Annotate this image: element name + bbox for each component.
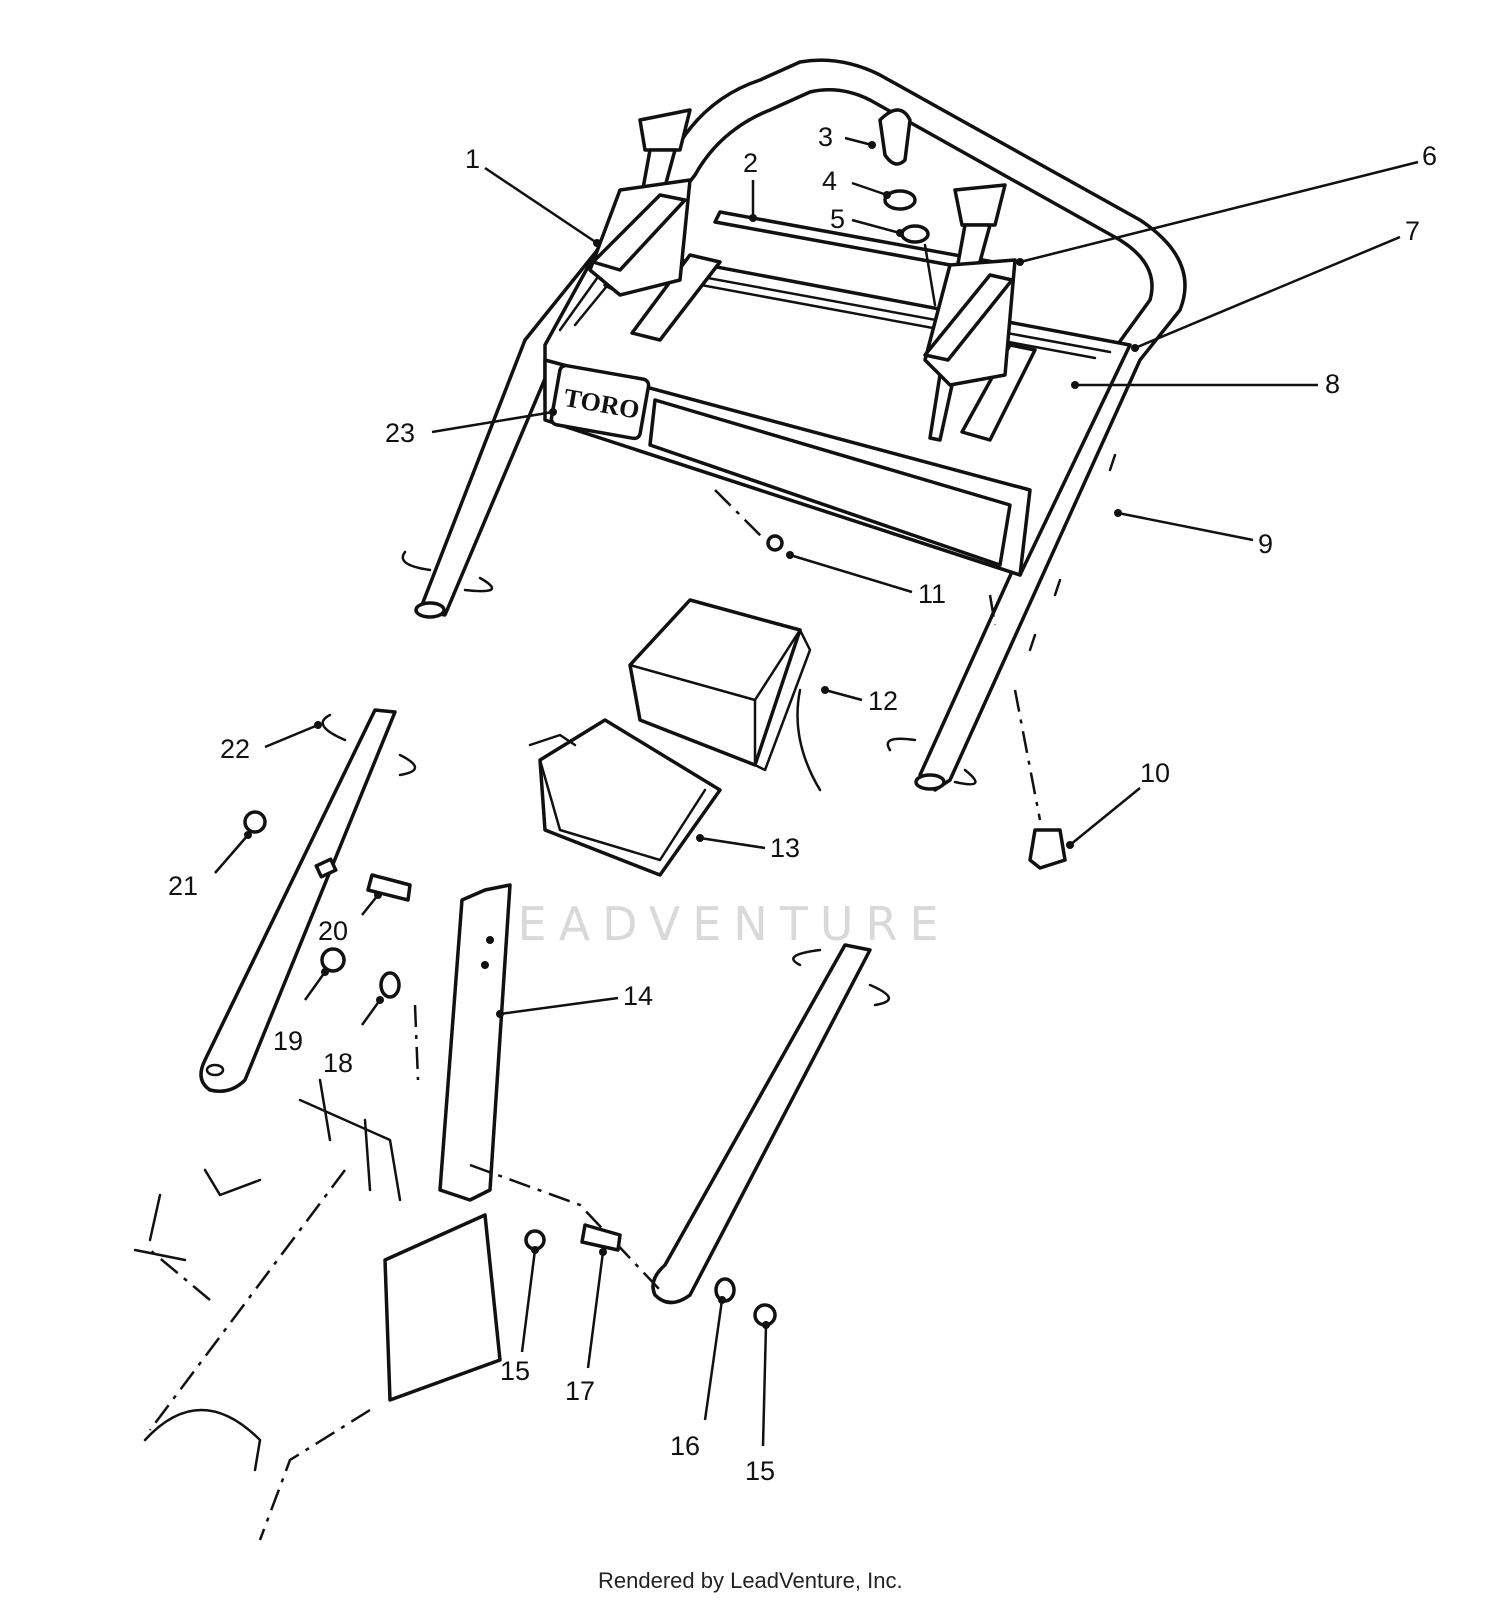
washer-part-18 <box>379 971 401 999</box>
callout-3: 3 <box>818 122 833 152</box>
right-throttle-lever <box>923 183 1017 442</box>
left-throttle-lever <box>588 108 692 297</box>
lower-handle-right <box>651 943 890 1305</box>
switch-box-12 <box>628 598 822 792</box>
bolt-part-19 <box>320 947 346 973</box>
watermark-text: LEADVENTURE <box>480 897 951 951</box>
credit-text: Rendered by LeadVenture, Inc. <box>598 1568 903 1593</box>
callout-18: 18 <box>323 1048 353 1078</box>
callout-10: 10 <box>1140 758 1170 788</box>
bushing-part-4 <box>883 189 917 211</box>
callout-2: 2 <box>743 148 758 178</box>
mounting-bracket <box>298 1078 502 1402</box>
washer-part-5 <box>900 224 930 244</box>
control-lever-14 <box>438 883 512 1202</box>
callout-15-right: 15 <box>745 1456 775 1486</box>
callout-9: 9 <box>1258 529 1273 559</box>
bolt-part-17 <box>580 1223 622 1252</box>
callout-6: 6 <box>1422 141 1437 171</box>
callout-7: 7 <box>1405 216 1420 246</box>
callout-17: 17 <box>565 1376 595 1406</box>
callout-5: 5 <box>830 204 845 234</box>
callout-15-left: 15 <box>500 1356 530 1386</box>
left-lever-knob <box>638 108 692 152</box>
nut-part-21 <box>243 810 267 834</box>
handle-end-left <box>414 601 446 619</box>
clip-part-3 <box>878 108 912 166</box>
box-cover-13 <box>528 718 722 877</box>
toro-decal <box>549 363 651 441</box>
fastener-part-11 <box>766 534 784 552</box>
lower-handle-left <box>199 708 417 1093</box>
switch-part-10 <box>1028 828 1067 870</box>
callout-1: 1 <box>465 144 480 174</box>
callout-22: 22 <box>220 734 250 764</box>
callout-13: 13 <box>770 833 800 863</box>
callout-19: 19 <box>273 1026 303 1056</box>
callout-20: 20 <box>318 916 348 946</box>
callout-16: 16 <box>670 1431 700 1461</box>
callout-14: 14 <box>623 981 653 1011</box>
callout-23: 23 <box>385 418 415 448</box>
callout-8: 8 <box>1325 369 1340 399</box>
callout-leaders <box>214 136 1419 1447</box>
callout-21: 21 <box>168 871 198 901</box>
callout-11: 11 <box>918 579 946 609</box>
right-lever-knob <box>953 183 1007 227</box>
panel-window <box>648 398 1012 567</box>
bolt-part-20 <box>366 873 412 902</box>
callout-numbers: 1 2 3 4 5 6 7 8 9 10 11 12 13 14 15 17 1… <box>168 122 1437 1486</box>
handle-end-right <box>914 773 946 791</box>
callout-4: 4 <box>822 166 837 196</box>
callout-12: 12 <box>868 686 898 716</box>
